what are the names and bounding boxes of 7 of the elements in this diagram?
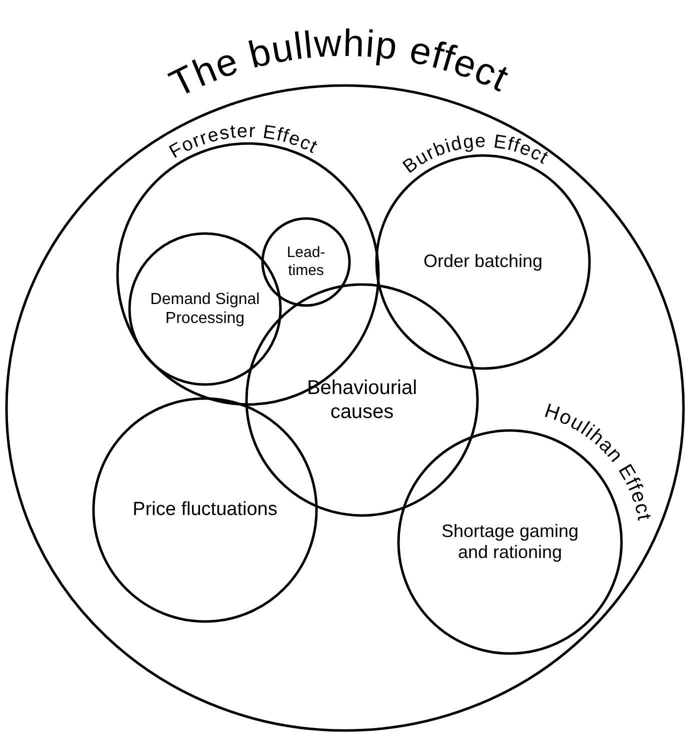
circle-label: Shortage gaming and rationing [440,520,580,564]
curved-title: The bullwhip effect [163,22,516,106]
circle-label: Demand Signal Processing [149,290,261,328]
circle-label: Behaviourial causes [306,376,418,424]
circle-label: Lead-times [286,244,326,280]
circle-label: Price fluctuations [132,498,278,522]
circle-label: Order batching [422,251,544,273]
